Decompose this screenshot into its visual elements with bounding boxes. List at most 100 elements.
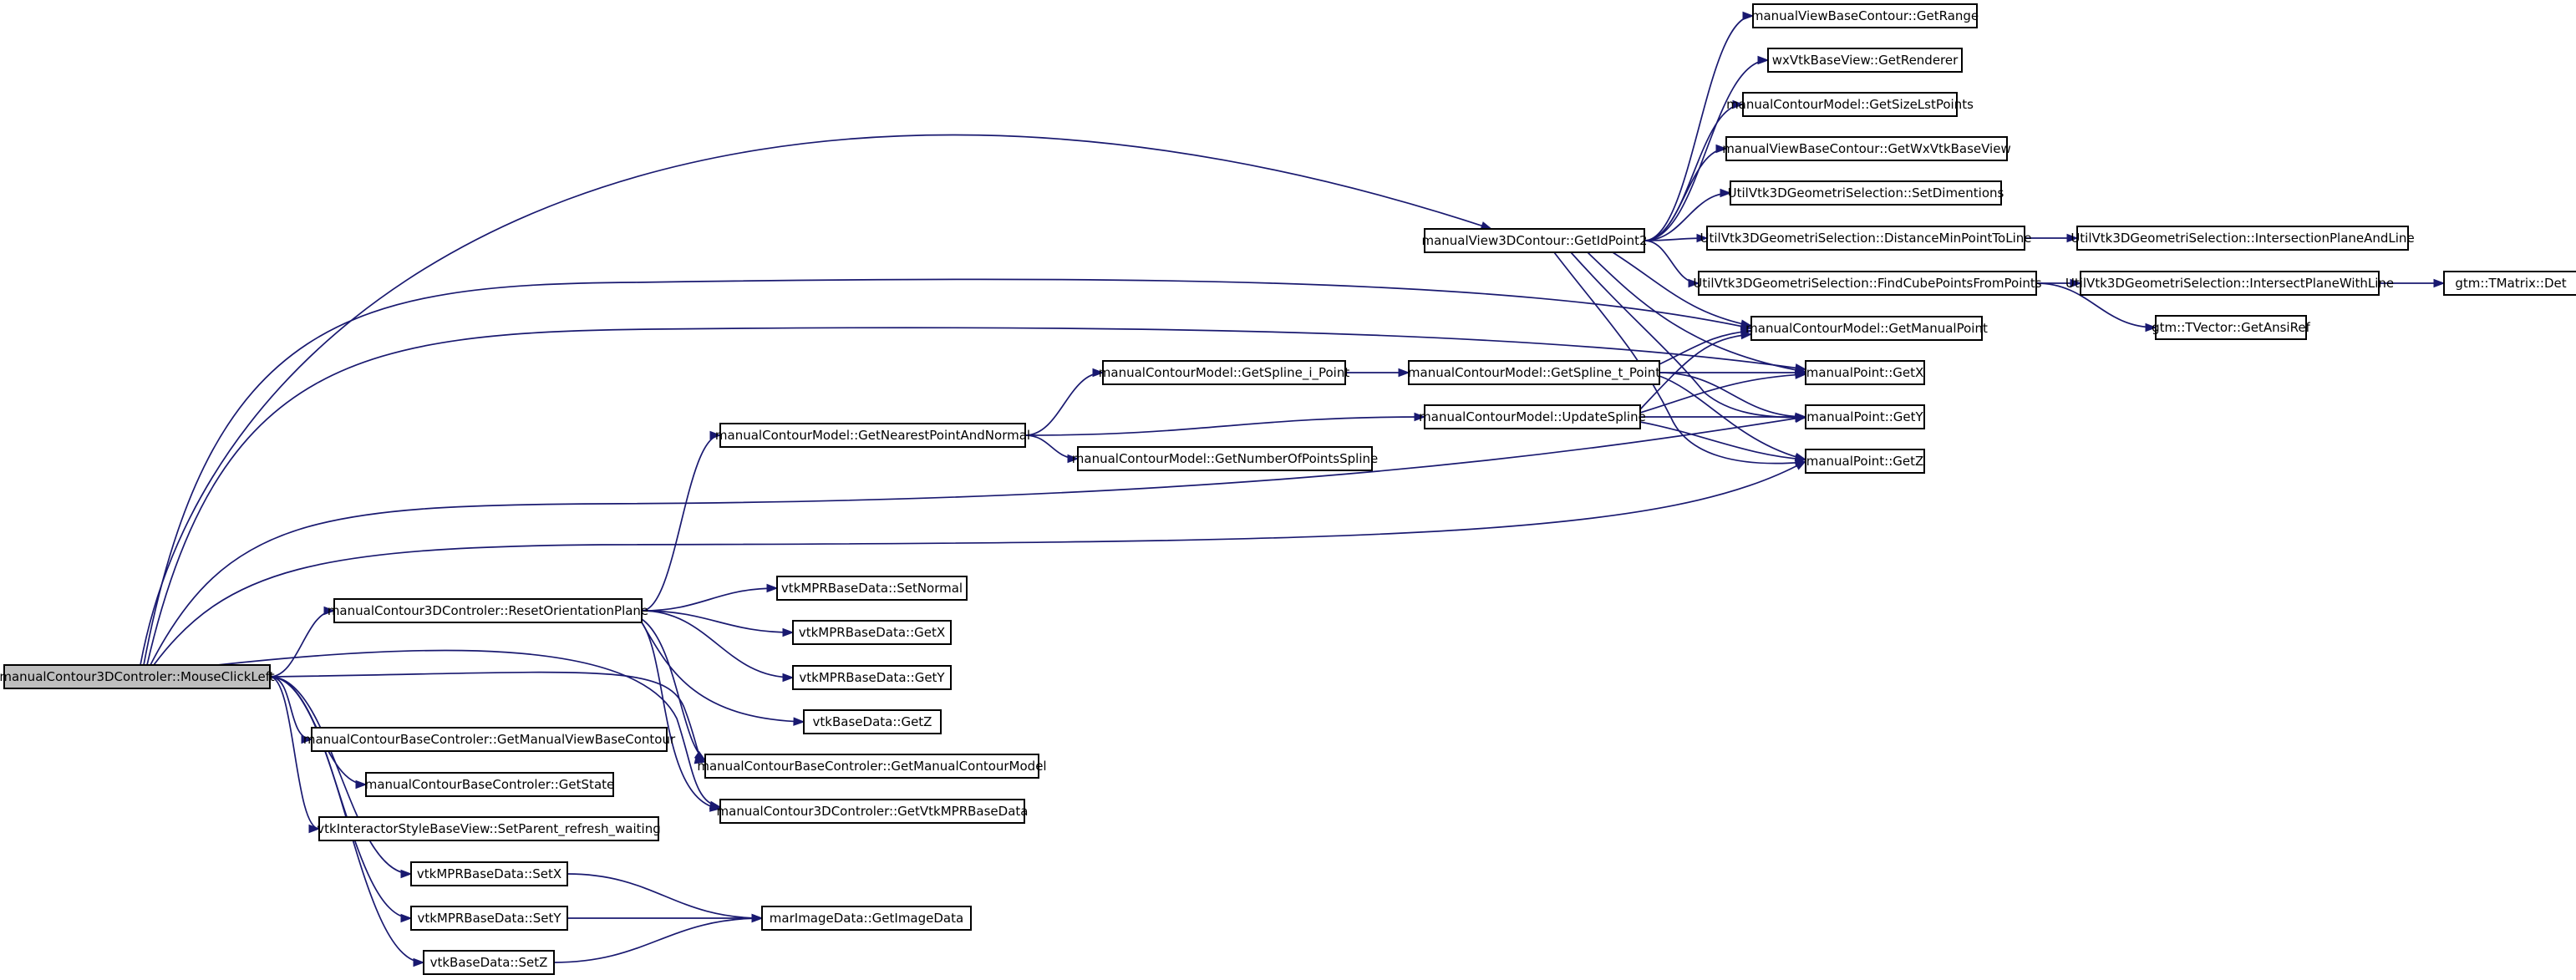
node-box [1730,180,2002,206]
node-n-setdimentions[interactable]: UtilVtk3DGeometriSelection::SetDimention… [1728,180,2004,206]
node-n-getnearest[interactable]: manualContourModel::GetNearestPointAndNo… [715,423,1030,448]
edge-n_updatespline-to-n_getmanualpoint [1639,330,1753,410]
node-box [704,754,1039,779]
edge-n_resetorient-to-n_setnormal [641,583,779,612]
nodes-layer: manualContour3DControler::MouseClickLeft… [0,3,2576,975]
node-box [1752,3,1978,28]
node-box [318,816,659,841]
node-label: vtkMPRBaseData::SetY [417,911,561,926]
node-box [1102,360,1346,385]
edge-n_resetorient-to-n_getvtkmpr [641,622,722,812]
edge-n_mprsety-to-n_getimagedata [567,913,764,923]
node-n-setnormal[interactable]: vtkMPRBaseData::SetNormal [776,576,968,601]
node-label: wxVtkBaseView::GetRenderer [1772,53,1959,68]
node-n-getmanualpoint[interactable]: manualContourModel::GetManualPoint [1745,316,1988,341]
node-n-intersectplanewithline[interactable]: UtilVtk3DGeometriSelection::IntersectPla… [2065,271,2394,296]
node-n-getsizelst[interactable]: manualContourModel::GetSizeLstPoints [1726,92,1974,117]
node-label: UtilVtk3DGeometriSelection::DistanceMinP… [1700,231,2032,246]
edge-n_intersectplanewithline-to-n_tmatrixdet [2379,278,2446,288]
node-n-tmatrixdet[interactable]: gtm::TMatrix::Det [2443,271,2576,296]
node-n-getimagedata[interactable]: marImageData::GetImageData [761,906,972,931]
node-n-getwxvtk[interactable]: manualViewBaseContour::GetWxVtkBaseView [1722,136,2011,161]
edge-n_updatespline-to-n_mpgety [1640,412,1807,422]
node-n-setparent[interactable]: vtkInteractorStyleBaseView::SetParent_re… [317,816,661,841]
node-n-getrenderer[interactable]: wxVtkBaseView::GetRenderer [1767,48,1963,73]
edge-n_findcube-to-n_tvectoransi [2035,282,2157,333]
node-box [761,906,972,931]
node-label: marImageData::GetImageData [770,911,963,926]
node-n-findcube[interactable]: UtilVtk3DGeometriSelection::FindCubePoin… [1693,271,2042,296]
node-n-getnumspline[interactable]: manualContourModel::GetNumberOfPointsSpl… [1072,446,1378,471]
node-label: manualContourModel::GetManualPoint [1745,321,1988,336]
node-n-resetorient[interactable]: manualContour3DControler::ResetOrientati… [328,598,648,623]
node-box [1805,449,1925,474]
node-box [333,598,643,623]
edge-root-to-n_setparent [269,676,321,834]
node-box [1077,446,1373,471]
edge-n_getidpoint2-to-n_getsizelst [1644,99,1745,241]
node-n-updatespline[interactable]: manualContourModel::UpdateSpline [1419,404,1646,429]
node-n-mprgety[interactable]: vtkMPRBaseData::GetY [792,665,952,690]
node-box [1805,404,1925,429]
node-box [1424,404,1641,429]
edge-n_updatespline-to-n_mpgetz [1639,421,1807,464]
node-label: vtkMPRBaseData::GetY [799,670,945,685]
node-n-tvectoransi[interactable]: gtm::TVector::GetAnsiRef [2152,315,2311,340]
node-n-getmancontourmodel[interactable]: manualContourBaseControler::GetManualCon… [697,754,1047,779]
node-n-getsplinei[interactable]: manualContourModel::GetSpline_i_Point [1099,360,1350,385]
node-label: gtm::TVector::GetAnsiRef [2152,320,2310,335]
node-label: manualContour3DControler::MouseClickLeft [0,669,275,684]
node-label: manualPoint::GetX [1806,365,1924,380]
node-n-mpgetx[interactable]: manualPoint::GetX [1805,360,1925,385]
node-box [1767,48,1963,73]
edge-n_getidpoint2-to-n_findcube [1644,240,1700,288]
edge-n_resetorient-to-n_mprgetx [641,610,795,637]
node-n-mprsetx[interactable]: vtkMPRBaseData::SetX [410,861,568,886]
node-label: gtm::TMatrix::Det [2455,276,2566,291]
node-n-getvtkmpr[interactable]: manualContour3DControler::GetVtkMPRBaseD… [717,799,1029,824]
node-label: vtkBaseData::SetZ [430,955,548,970]
node-label: manualContourModel::GetSpline_i_Point [1099,365,1350,381]
edge-n_getidpoint2-to-n_getmanualpoint [1612,251,1753,328]
node-n-getmanviewbase[interactable]: manualContourBaseControler::GetManualVie… [303,727,676,752]
node-label: UtilVtk3DGeometriSelection::SetDimention… [1728,185,2004,201]
edges-layer [140,11,2446,967]
node-n-getsplinet[interactable]: manualContourModel::GetSpline_t_Point [1408,360,1660,385]
node-n-vbgetz[interactable]: vtkBaseData::GetZ [803,709,942,734]
node-n-mpgetz[interactable]: manualPoint::GetZ [1805,449,1925,474]
node-n-vbsetz[interactable]: vtkBaseData::SetZ [423,950,555,975]
node-box [719,423,1026,448]
node-label: manualView3DContour::GetIdPoint2 [1421,233,1647,248]
node-label: UtilVtk3DGeometriSelection::IntersectPla… [2065,276,2394,291]
node-box [1408,360,1660,385]
node-box [1698,271,2037,296]
node-n-mprsety[interactable]: vtkMPRBaseData::SetY [410,906,568,931]
node-box [792,620,952,645]
node-label: vtkMPRBaseData::SetX [417,866,561,881]
node-label: UtilVtk3DGeometriSelection::Intersection… [2070,231,2414,246]
node-n-intersplane[interactable]: UtilVtk3DGeometriSelection::Intersection… [2070,226,2415,251]
node-n-getidpoint2[interactable]: manualView3DContour::GetIdPoint2 [1421,228,1648,253]
edge-root-to-n_mpgetz [153,460,1807,666]
node-label: manualViewBaseContour::GetWxVtkBaseView [1722,141,2010,156]
node-n-mpgety[interactable]: manualPoint::GetY [1805,404,1925,429]
node-n-mprgetx[interactable]: vtkMPRBaseData::GetX [792,620,952,645]
node-label: manualContourBaseControler::GetManualVie… [303,732,676,747]
node-n-getstate[interactable]: manualContourBaseControler::GetState [365,772,615,797]
node-root[interactable]: manualContour3DControler::MouseClickLeft [0,664,275,689]
edge-n_resetorient-to-n_getmancontourmodel [641,618,707,761]
node-label: manualContourModel::GetSpline_t_Point [1408,365,1660,381]
node-box [792,665,952,690]
node-box [2443,271,2576,296]
node-label: manualPoint::GetY [1806,409,1923,424]
edge-n_getnearest-to-n_updatespline [1024,412,1426,436]
node-box [1742,92,1958,117]
node-box [1805,360,1925,385]
node-n-distmin[interactable]: UtilVtk3DGeometriSelection::DistanceMinP… [1700,226,2032,251]
node-box [2080,271,2380,296]
node-box [1424,228,1645,253]
node-box [1706,226,2025,251]
node-n-getrange[interactable]: manualViewBaseContour::GetRange [1751,3,1979,28]
edge-n_getidpoint2-to-n_getrenderer [1644,55,1770,241]
